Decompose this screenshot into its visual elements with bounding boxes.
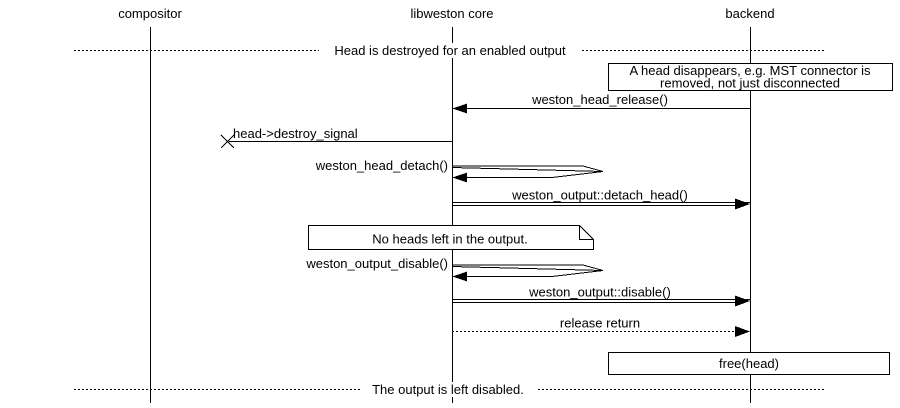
note-head-disappears-line1: A head disappears, e.g. MST connector is [629, 63, 871, 78]
arrowhead-right-icon [735, 326, 750, 337]
arrowhead-left-icon [452, 172, 467, 183]
action-box-free-head [608, 352, 890, 375]
note-head-disappears-line2: removed, not just disconnected [660, 76, 840, 91]
self-call-output-disable-out [452, 264, 604, 271]
divider-bottom-label: The output is left disabled. [372, 382, 524, 397]
action-box-free-head-label: free(head) [719, 356, 779, 371]
message-label-output-disable: weston_output::disable() [528, 285, 671, 300]
self-call-output-disable-taper [451, 266, 604, 271]
note-no-heads [308, 225, 594, 250]
arrowhead-left-icon [452, 103, 467, 114]
message-label-detach-head: weston_output::detach_head() [511, 188, 688, 203]
arrowhead-right-icon [735, 295, 750, 307]
arrowhead-left-icon [452, 271, 467, 282]
divider-top-label: Head is destroyed for an enabled output [334, 43, 566, 58]
participant-label-compositor: compositor [118, 6, 182, 21]
self-call-head-detach-return [452, 171, 604, 178]
self-call-output-disable-return [452, 270, 604, 277]
participant-label-libweston-core: libweston core [410, 6, 493, 21]
note-head-disappears [608, 63, 893, 91]
self-call-head-detach-taper [451, 167, 604, 172]
lost-message-x-icon [220, 134, 235, 149]
divider-bottom-label-background [360, 382, 537, 397]
participant-label-backend: backend [725, 6, 774, 21]
divider-top-label-background [319, 43, 581, 58]
message-label-release-return: release return [560, 316, 640, 331]
message-label-destroy-signal: head->destroy_signal [233, 126, 358, 141]
message-label-output-disable-call: weston_output_disable() [305, 256, 448, 271]
message-label-head-detach: weston_head_detach() [315, 158, 448, 173]
message-label-head-release: weston_head_release() [531, 92, 668, 107]
note-no-heads-label: No heads left in the output. [372, 232, 527, 247]
self-call-head-detach-out [452, 165, 604, 172]
arrowhead-right-icon [735, 198, 750, 210]
note-no-heads-fold-icon [579, 225, 594, 240]
